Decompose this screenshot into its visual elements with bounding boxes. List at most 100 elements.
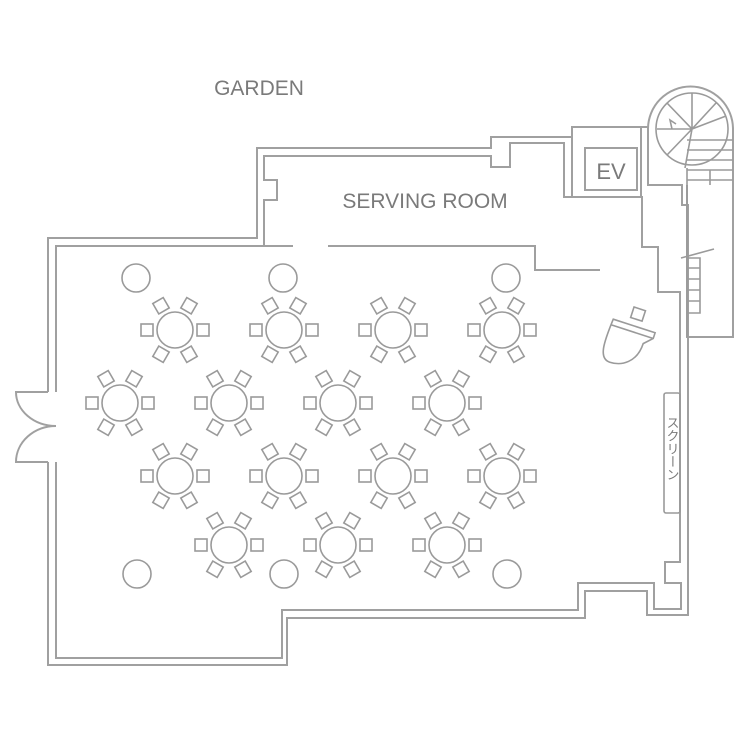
chair xyxy=(397,442,417,462)
chair xyxy=(196,469,210,483)
chair xyxy=(233,559,253,579)
chair xyxy=(260,442,280,462)
table xyxy=(428,384,466,422)
serving-room-label: SERVING ROOM xyxy=(342,190,507,213)
round-table-with-chairs xyxy=(467,442,537,510)
left-double-door[interactable] xyxy=(14,391,57,463)
chair xyxy=(342,417,362,437)
table xyxy=(101,384,139,422)
elevator-label: EV xyxy=(596,159,626,184)
chair xyxy=(305,469,319,483)
round-table-with-chairs xyxy=(194,511,264,579)
inner-wall-line xyxy=(55,142,682,659)
chair xyxy=(451,559,471,579)
round-table-with-chairs xyxy=(249,442,319,510)
chair xyxy=(288,442,308,462)
round-table-with-chairs xyxy=(194,369,264,437)
garden-label: GARDEN xyxy=(214,77,304,100)
chair xyxy=(478,442,498,462)
round-table-with-chairs xyxy=(303,369,373,437)
outer-wall-line xyxy=(47,126,689,666)
chair xyxy=(179,296,199,316)
chair xyxy=(397,296,417,316)
table xyxy=(265,457,303,495)
chair xyxy=(151,442,171,462)
piano-body xyxy=(602,318,657,365)
round-tables xyxy=(85,296,537,579)
round-table-with-chairs xyxy=(140,442,210,510)
elevator: EV xyxy=(571,126,642,198)
pillar xyxy=(121,263,151,293)
chair xyxy=(124,369,144,389)
elevator-car xyxy=(584,147,638,191)
chair xyxy=(523,469,537,483)
chair xyxy=(151,490,171,510)
chair xyxy=(358,469,372,483)
table xyxy=(210,526,248,564)
chair xyxy=(342,559,362,579)
pillar xyxy=(491,263,521,293)
chair xyxy=(140,469,154,483)
chair xyxy=(467,323,481,337)
chair xyxy=(369,490,389,510)
table xyxy=(319,526,357,564)
round-table-with-chairs xyxy=(412,369,482,437)
chair xyxy=(260,490,280,510)
straight-stair-treads xyxy=(686,139,733,337)
chair xyxy=(412,538,426,552)
table xyxy=(265,311,303,349)
chair xyxy=(414,323,428,337)
table xyxy=(483,457,521,495)
chair xyxy=(179,490,199,510)
chair xyxy=(314,559,334,579)
chair xyxy=(467,469,481,483)
chair xyxy=(468,396,482,410)
chair xyxy=(194,538,208,552)
chair xyxy=(451,417,471,437)
round-table-with-chairs xyxy=(140,296,210,364)
chair xyxy=(179,344,199,364)
screen: スクリーン xyxy=(663,392,681,514)
chair xyxy=(124,417,144,437)
chair xyxy=(288,490,308,510)
chair xyxy=(369,442,389,462)
table xyxy=(210,384,248,422)
chair xyxy=(205,417,225,437)
chair xyxy=(288,344,308,364)
chair xyxy=(96,417,116,437)
chair xyxy=(314,369,334,389)
chair xyxy=(205,511,225,531)
chair xyxy=(233,369,253,389)
elevator-shaft xyxy=(571,126,642,198)
chair xyxy=(478,296,498,316)
table xyxy=(156,311,194,349)
chair xyxy=(342,511,362,531)
chair xyxy=(85,396,99,410)
chair xyxy=(314,417,334,437)
chair xyxy=(414,469,428,483)
chair xyxy=(194,396,208,410)
chair xyxy=(397,490,417,510)
chair xyxy=(412,396,426,410)
outer-walls xyxy=(47,126,689,666)
chair xyxy=(314,511,334,531)
chair xyxy=(423,511,443,531)
round-table-with-chairs xyxy=(249,296,319,364)
chair xyxy=(288,296,308,316)
chair xyxy=(369,344,389,364)
screen-outline xyxy=(663,392,681,514)
chair xyxy=(423,559,443,579)
chair xyxy=(250,538,264,552)
round-table-with-chairs xyxy=(85,369,155,437)
chair xyxy=(205,559,225,579)
chair xyxy=(179,442,199,462)
chair xyxy=(506,490,526,510)
chair xyxy=(196,323,210,337)
table xyxy=(374,457,412,495)
chair xyxy=(151,296,171,316)
chair xyxy=(205,369,225,389)
screen-label: スクリーン xyxy=(665,416,680,481)
chair xyxy=(478,490,498,510)
chair xyxy=(342,369,362,389)
